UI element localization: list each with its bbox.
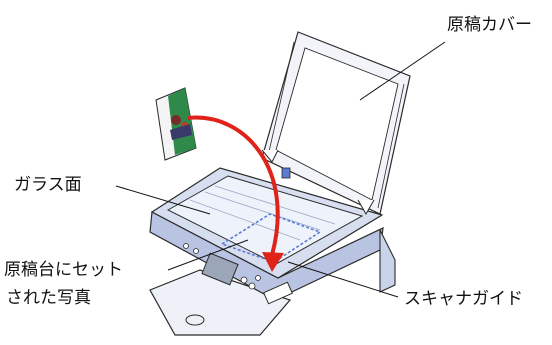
guide-label: スキャナガイド — [404, 290, 523, 309]
glass-label: ガラス面 — [14, 176, 82, 195]
photo-label-line2: された写真 — [6, 289, 91, 308]
photo — [156, 88, 196, 160]
cover-label: 原稿カバー — [447, 16, 532, 35]
photo-label-line1: 原稿台にセット — [4, 261, 123, 280]
